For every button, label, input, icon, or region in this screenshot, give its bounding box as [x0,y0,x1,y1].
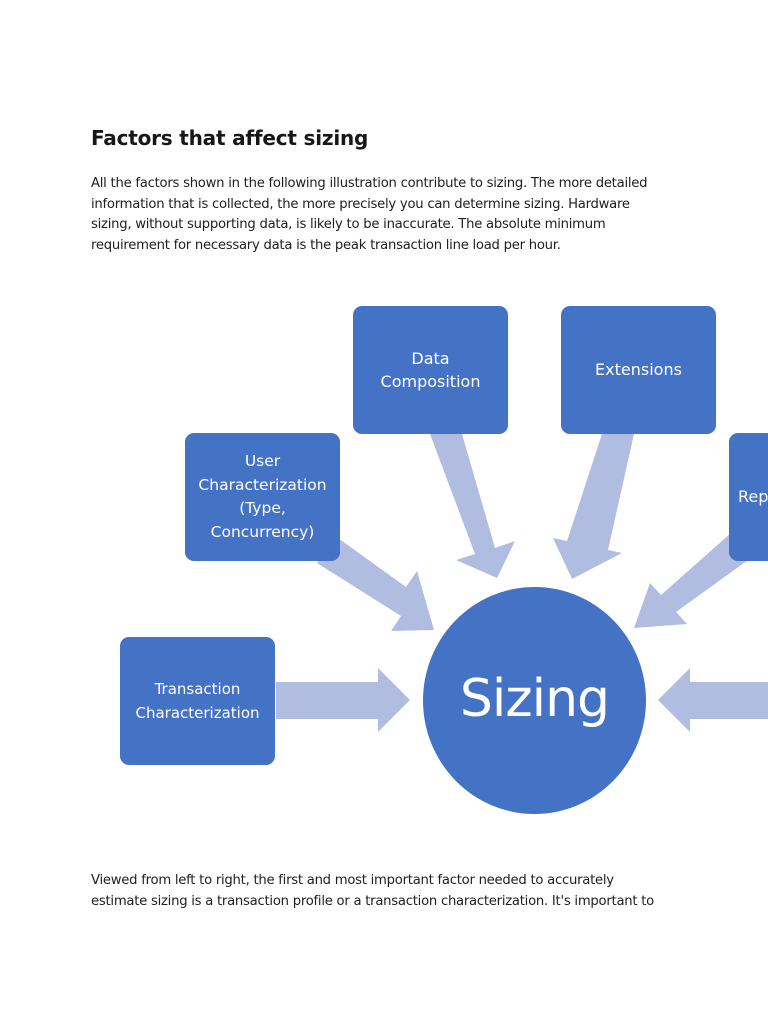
box-label: Rep [738,487,768,507]
box-transaction-characterization: Transaction Characterization [120,637,275,765]
intro-paragraph: All the factors shown in the following i… [91,174,691,256]
arrow-right-to-sizing [658,668,768,732]
intro-line: All the factors shown in the following i… [91,176,648,191]
section-heading: Factors that affect sizing [91,126,369,150]
arrow-data-to-sizing [430,434,515,578]
outro-line: Viewed from left to right, the first and… [91,873,614,888]
box-label: Characterization [135,704,260,722]
box-reporting: Rep [729,433,768,561]
outro-line: estimate sizing is a transaction profile… [91,893,654,909]
intro-line: requirement for necessary data is the pe… [91,237,561,253]
box-data-composition: Data Composition [353,306,508,434]
intro-line: information that is collected, the more … [91,196,630,212]
arrow-transaction-to-sizing [276,668,410,732]
box-label: Composition [380,372,481,391]
box-label: User [244,452,281,470]
box-label: Data [411,348,450,368]
sizing-circle: Sizing [423,587,646,814]
box-label: Concurrency) [210,522,315,541]
box-user-characterization: User Characterization (Type, Concurrency… [185,433,340,561]
box-label: Extensions [595,360,682,380]
arrow-extensions-to-sizing [553,434,634,579]
arrow-reporting-to-sizing [634,533,748,628]
intro-line: sizing, without supporting data, is like… [91,217,606,233]
box-label: Transaction [154,680,241,698]
box-extensions: Extensions [561,306,716,434]
outro-paragraph: Viewed from left to right, the first and… [91,871,691,912]
arrow-user-to-sizing [317,538,434,631]
box-label: (Type, [239,499,286,517]
box-label: Characterization [198,475,327,494]
sizing-label: Sizing [459,668,610,729]
